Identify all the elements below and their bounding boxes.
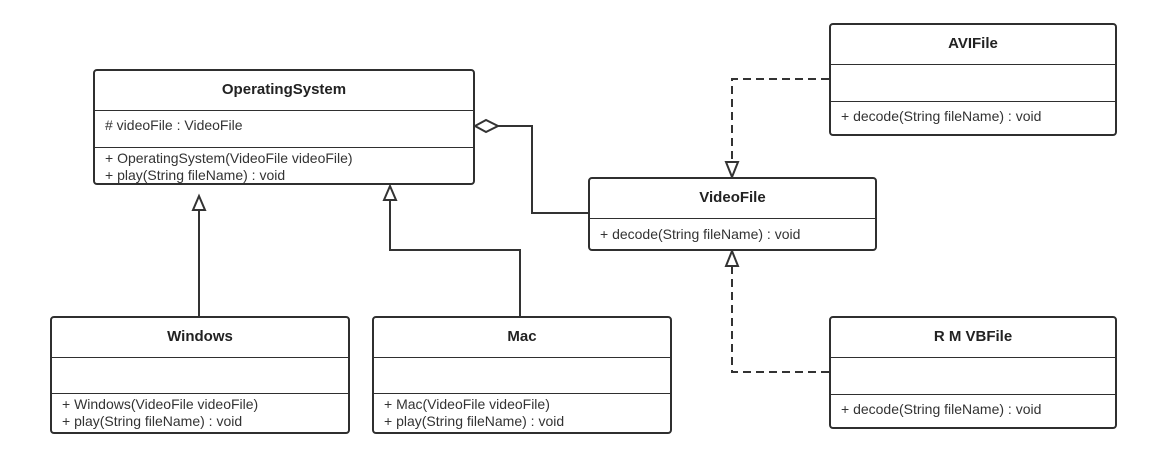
operation: + play(String fileName) : void (384, 413, 565, 429)
class-name: OperatingSystem (95, 71, 473, 111)
class-windows[interactable]: Windows + Windows(VideoFile videoFile) +… (50, 316, 350, 434)
attribute: # videoFile : VideoFile (105, 117, 243, 133)
operation: + decode(String fileName) : void (841, 401, 1042, 417)
operation: + OperatingSystem(VideoFile videoFile) (105, 150, 353, 166)
class-name: AVIFile (831, 25, 1115, 65)
rmvb-realization-arrowhead (724, 248, 740, 267)
operation: + Windows(VideoFile videoFile) (62, 396, 259, 412)
operation: + Mac(VideoFile videoFile) (384, 396, 550, 412)
class-name: VideoFile (590, 179, 875, 219)
operations-compartment: + decode(String fileName) : void (831, 395, 1115, 418)
windows-inheritance-arrowhead (191, 193, 207, 211)
rmvb-realization-line (731, 266, 829, 373)
operations-compartment: + OperatingSystem(VideoFile videoFile) +… (95, 148, 473, 184)
operation: + decode(String fileName) : void (600, 226, 801, 242)
avi-realization-arrowhead (724, 161, 740, 180)
class-operating-system[interactable]: OperatingSystem # videoFile : VideoFile … (93, 69, 475, 185)
class-avi-file[interactable]: AVIFile + decode(String fileName) : void (829, 23, 1117, 136)
class-name: Windows (52, 318, 348, 358)
operations-compartment: + Mac(VideoFile videoFile) + play(String… (374, 394, 670, 430)
mac-inheritance-arrowhead (382, 183, 398, 201)
operation: + decode(String fileName) : void (841, 108, 1042, 124)
attributes-compartment (831, 65, 1115, 102)
attributes-compartment: # videoFile : VideoFile (95, 111, 473, 148)
mac-inheritance-line (389, 200, 521, 316)
attributes-compartment (52, 358, 348, 394)
operations-compartment: + decode(String fileName) : void (590, 219, 875, 243)
attributes-compartment (831, 358, 1115, 395)
operations-compartment: + decode(String fileName) : void (831, 102, 1115, 125)
class-rmvb-file[interactable]: R M VBFile + decode(String fileName) : v… (829, 316, 1117, 429)
aggregation-line (498, 125, 588, 214)
attributes-compartment (374, 358, 670, 394)
class-name: Mac (374, 318, 670, 358)
operations-compartment: + Windows(VideoFile videoFile) + play(St… (52, 394, 348, 430)
aggregation-diamond (472, 118, 501, 134)
avi-realization-line (731, 78, 829, 162)
class-name: R M VBFile (831, 318, 1115, 358)
operation: + play(String fileName) : void (105, 167, 286, 183)
operation: + play(String fileName) : void (62, 413, 243, 429)
class-video-file[interactable]: VideoFile + decode(String fileName) : vo… (588, 177, 877, 251)
class-mac[interactable]: Mac + Mac(VideoFile videoFile) + play(St… (372, 316, 672, 434)
